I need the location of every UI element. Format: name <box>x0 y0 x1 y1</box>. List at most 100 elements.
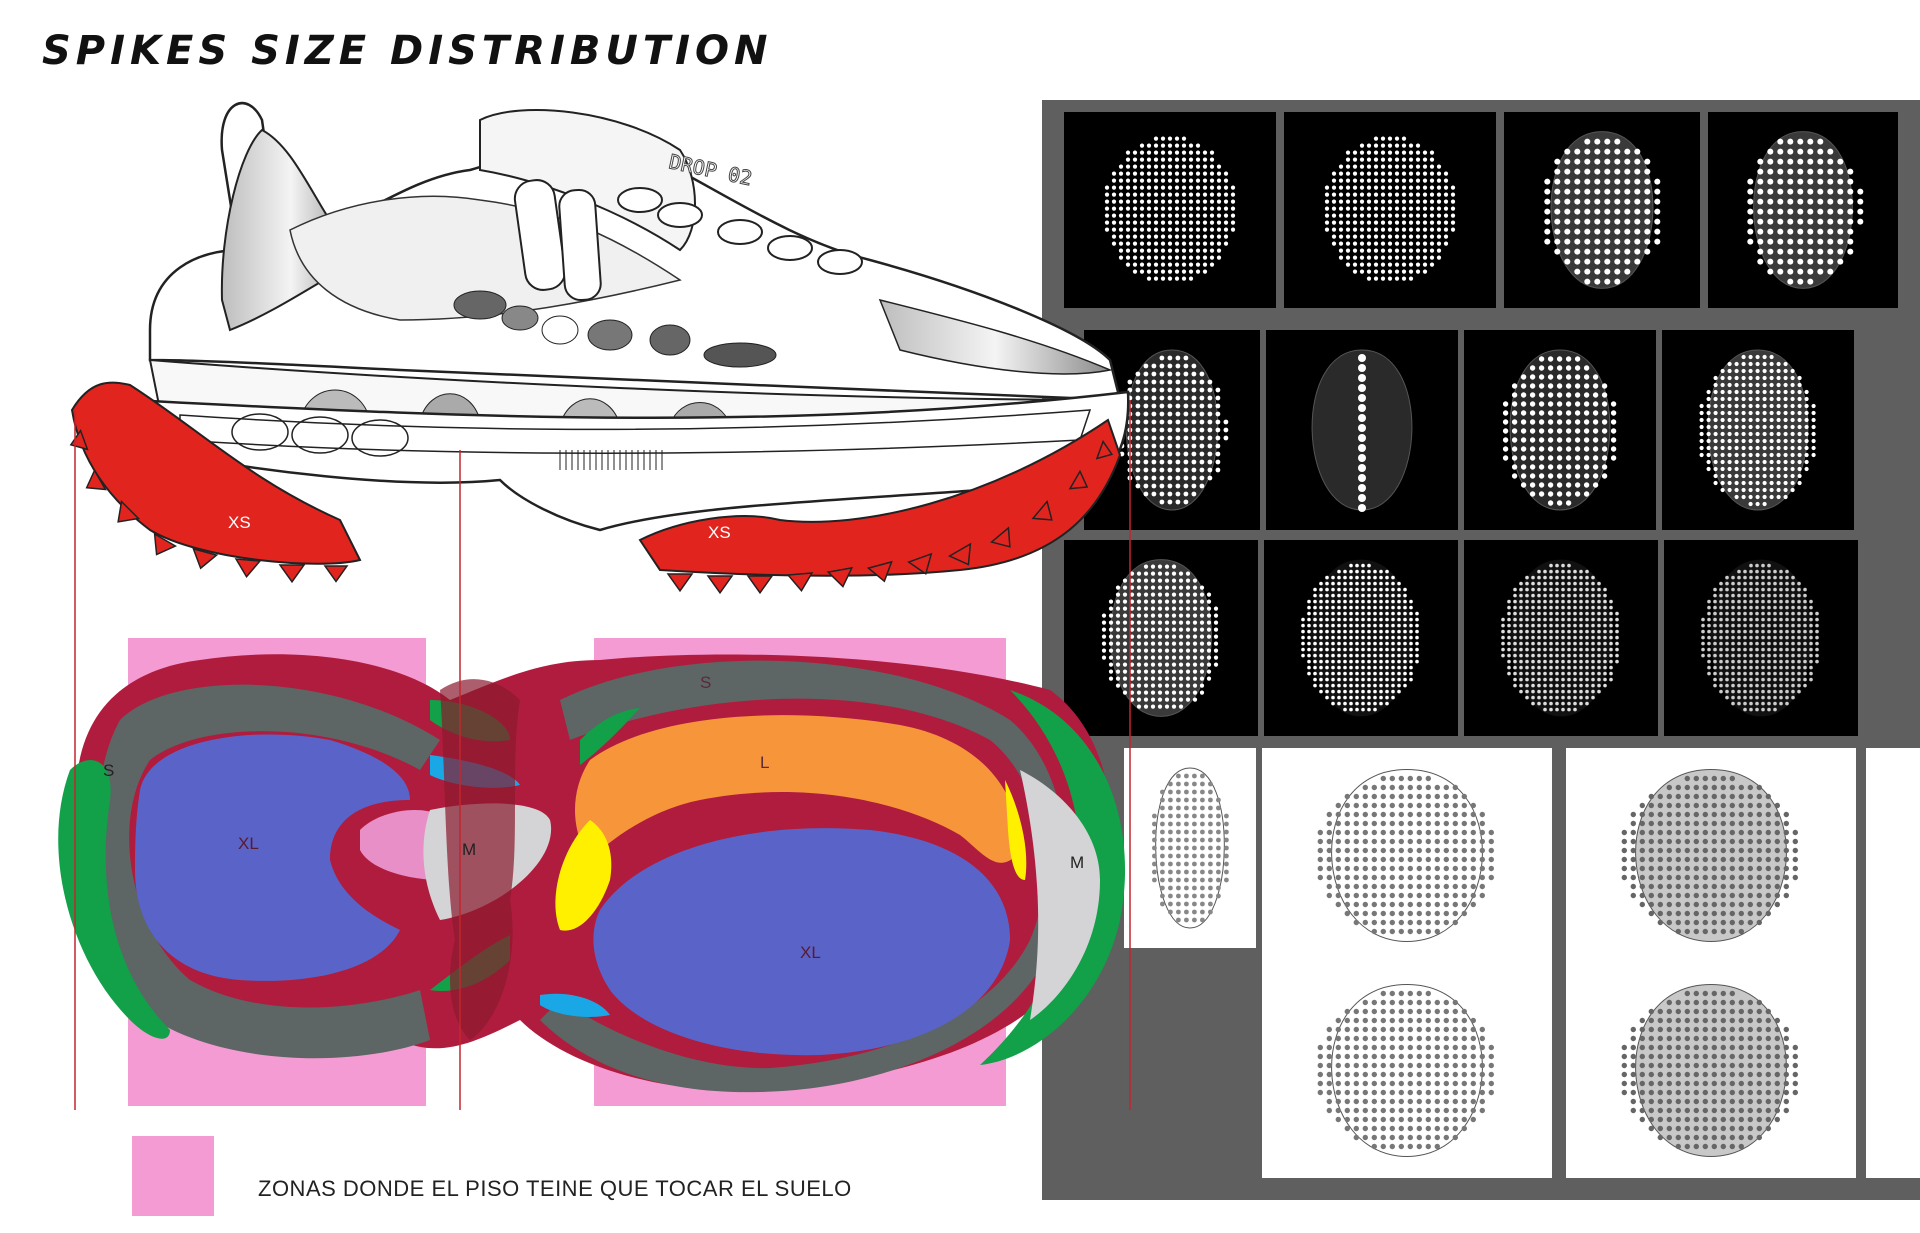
spike-dot <box>1398 1080 1405 1087</box>
spike-dot <box>1452 1035 1459 1042</box>
spike-dot <box>1525 659 1529 664</box>
spike-dot <box>1326 1035 1333 1042</box>
spike-dot <box>1544 228 1551 235</box>
spike-dot <box>1779 629 1783 634</box>
spike-dot <box>1684 1125 1691 1132</box>
spike-dot <box>1614 228 1621 235</box>
spike-dot <box>1594 278 1601 285</box>
spike-dot <box>1609 605 1613 610</box>
spike-dot <box>1415 653 1419 658</box>
spike-dot <box>1108 662 1114 667</box>
spike-dot <box>1555 671 1559 676</box>
spike-dot <box>1152 861 1157 867</box>
spike-dot <box>1167 355 1173 361</box>
spike-dot <box>1755 611 1759 616</box>
spike-dot <box>1743 677 1747 682</box>
spike-dot <box>1513 641 1517 646</box>
spike-dot <box>1711 775 1718 782</box>
spike-dot <box>1585 623 1589 628</box>
spike-dot <box>1355 677 1359 682</box>
spike-dot <box>1345 248 1351 253</box>
spike-dot <box>1361 641 1365 646</box>
spike-dot <box>1108 627 1114 632</box>
spike-dot <box>1585 701 1589 706</box>
spike-dot <box>1720 1062 1727 1069</box>
spike-dot <box>1519 689 1523 694</box>
spike-dot <box>1693 1017 1700 1024</box>
spike-dot <box>1783 445 1788 451</box>
spike-dot <box>1783 417 1788 423</box>
spike-dot <box>1371 1125 1378 1132</box>
spike-dot <box>1367 647 1371 652</box>
spike-dot <box>1373 653 1377 658</box>
spike-dot <box>1135 403 1141 409</box>
spike-dot <box>1202 255 1208 260</box>
spike-dot <box>1757 258 1764 265</box>
spike-dot <box>1337 701 1341 706</box>
spike-dot <box>1183 363 1189 369</box>
spike-dot <box>1389 1053 1396 1060</box>
spike-dot <box>1567 623 1571 628</box>
spike-dot <box>1564 218 1571 225</box>
spike-dot <box>1160 227 1166 232</box>
spike-dot <box>1184 869 1189 875</box>
spike-dot <box>1200 797 1205 803</box>
spike-dot <box>1777 168 1784 175</box>
spike-dot <box>1181 276 1187 281</box>
spike-dot <box>1425 1008 1432 1015</box>
spike-dot <box>1729 928 1736 935</box>
spike-dot <box>1150 606 1156 611</box>
spike-dot <box>1807 168 1814 175</box>
spike-dot <box>1621 856 1628 863</box>
spike-dot <box>1585 641 1589 646</box>
spike-dot <box>1394 276 1400 281</box>
spike-dot <box>1693 901 1700 908</box>
spike-dot <box>1331 213 1337 218</box>
spike-dot <box>1797 671 1801 676</box>
spike-dot <box>1762 403 1767 409</box>
spike-dot <box>1603 605 1607 610</box>
spike-dot <box>1644 188 1651 195</box>
spike-dot <box>1567 647 1571 652</box>
spike-dot <box>1174 220 1180 225</box>
spike-dot <box>1675 1089 1682 1096</box>
spike-dot <box>1827 158 1834 165</box>
spike-dot <box>1729 1098 1736 1105</box>
spike-dot <box>1160 171 1166 176</box>
spike-dot <box>1547 401 1554 407</box>
spike-dot <box>1756 784 1763 791</box>
spike-dot <box>1143 620 1149 625</box>
spike-dot <box>1773 605 1777 610</box>
spike-dot <box>1847 198 1854 205</box>
spike-dot <box>1779 695 1783 700</box>
spike-dot <box>1416 990 1423 997</box>
spike-dot <box>1209 241 1215 246</box>
spike-dot <box>1755 707 1759 712</box>
spike-dot <box>1355 671 1359 676</box>
spike-dot <box>1353 1026 1360 1033</box>
spike-dot <box>1706 396 1711 402</box>
spike-dot <box>1797 238 1804 245</box>
spike-dot <box>1115 606 1121 611</box>
spike-dot <box>1702 1134 1709 1141</box>
spike-dot <box>1767 248 1774 255</box>
spike-dot <box>1331 683 1335 688</box>
spike-dot <box>1837 208 1844 215</box>
spike-dot <box>1624 208 1631 215</box>
spike-dot <box>1326 1089 1333 1096</box>
spike-dot <box>1183 451 1189 457</box>
spike-dot <box>1139 262 1145 267</box>
spike-dot <box>1549 707 1553 712</box>
spike-dot <box>1397 641 1401 646</box>
spike-dot <box>1199 379 1205 385</box>
spike-dot <box>1561 617 1565 622</box>
spike-dot <box>1543 641 1547 646</box>
spike-dot <box>1773 623 1777 628</box>
spike-dot <box>1675 829 1682 836</box>
spike-dot <box>1371 1107 1378 1114</box>
spike-dot <box>1216 164 1222 169</box>
spike-dot <box>1756 838 1763 845</box>
spike-dot <box>1657 901 1664 908</box>
spike-dot <box>1756 1071 1763 1078</box>
spike-dot <box>1349 659 1353 664</box>
